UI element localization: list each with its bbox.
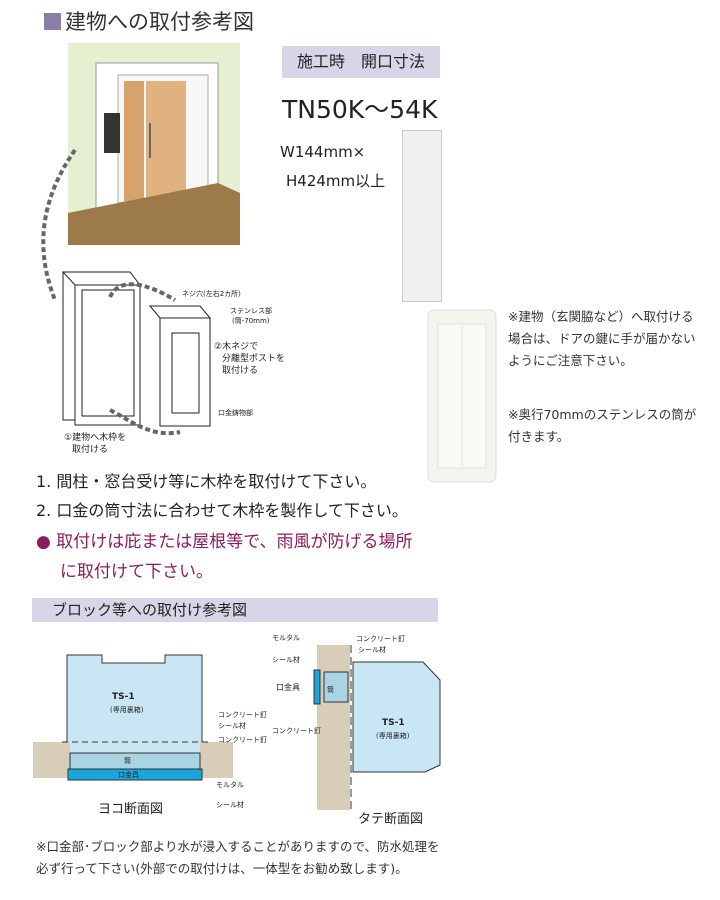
v-seal: シール材 — [272, 656, 300, 664]
step1-line1: ①建物へ木枠を — [64, 433, 127, 443]
v-seal-top: シール材 — [358, 646, 386, 654]
stainless-label: ステンレス部 — [230, 307, 272, 315]
warning-line1: ● 取付けは庇または屋根等で、雨風が防げる場所 — [36, 532, 413, 552]
v-box-label: TS-1 — [382, 718, 405, 728]
step1-line2: 取付ける — [72, 445, 109, 455]
h-caption: ヨコ断面図 — [98, 802, 164, 817]
model-number: TN50K〜54K — [282, 95, 438, 124]
title-square-icon — [44, 12, 61, 30]
opening-shape — [402, 130, 442, 302]
v-caption: タテ断面図 — [358, 812, 424, 827]
h-nail2: コンクリート釘 — [218, 736, 267, 744]
footnote-line1: ※口金部･ブロック部より水が浸入することがありますので、防水処理を — [36, 839, 440, 854]
step2-line1: ②木ネジで — [214, 342, 259, 352]
frame-illustration — [41, 148, 212, 436]
h-seal1: シール材 — [218, 722, 246, 730]
v-nail-top: コンクリート釘 — [356, 635, 405, 643]
note-door-key: ※建物（玄関脇など）へ取付ける場合は、ドアの鍵に手が届かないようにご注意下さい。 — [508, 309, 696, 368]
step-1: 1. 間柱・窓台受け等に木枠を取付けて下さい。 — [36, 472, 377, 491]
warning: ● 取付けは庇または屋根等で、雨風が防げる場所に取付けて下さい。 — [36, 527, 413, 587]
footnote-line2: 必ず行って下さい(外部での取付けは、一体型をお勧め致します)。 — [36, 861, 408, 876]
note-depth: ※奥行70mmのステンレスの筒が付きます。 — [508, 407, 697, 444]
step-2: 2. 口金の筒寸法に合わせて木枠を製作して下さい。 — [36, 501, 408, 520]
h-box-sub: (専用裏箱) — [110, 706, 144, 714]
opening-size-label: 施工時 開口寸法 — [282, 46, 440, 78]
h-seal2: シール材 — [216, 801, 244, 809]
section-header-block: ブロック等への取付け参考図 — [32, 598, 438, 622]
mailbox-illustration — [427, 309, 497, 483]
opening-width: W144mm× — [280, 143, 366, 161]
h-mortar: モルタル — [216, 781, 244, 789]
warning-line2: に取付けて下さい。 — [60, 562, 213, 582]
opening-height: H424mm以上 — [286, 172, 386, 190]
h-tube: 筒 — [124, 757, 131, 765]
step2-line3: 取付ける — [222, 366, 259, 376]
v-box-sub: (専用裏箱) — [376, 732, 410, 740]
v-tube: 筒 — [327, 686, 334, 694]
h-nail1: コンクリート釘 — [218, 711, 267, 719]
horizontal-section-diagram — [33, 654, 233, 781]
v-mouth: 口金具 — [276, 683, 300, 692]
vertical-section-diagram — [313, 645, 441, 810]
casting-label: 口金鋳物部 — [218, 409, 253, 417]
screw-hole-label: ネジ穴(左右2カ所) — [182, 290, 241, 298]
page-title: 建物への取付参考図 — [44, 6, 254, 36]
title-text: 建物への取付参考図 — [65, 10, 254, 34]
footnote: ※口金部･ブロック部より水が浸入することがありますので、防水処理を必ず行って下さ… — [36, 836, 439, 880]
h-mouth: 口金具 — [118, 771, 139, 779]
stainless-sub-label: (筒-70mm) — [232, 317, 270, 325]
h-box-label: TS-1 — [112, 692, 135, 702]
step2-line2: 分離型ポストを — [222, 354, 286, 364]
v-nail-bottom: コンクリート釘 — [272, 727, 321, 735]
entrance-illustration — [68, 43, 240, 245]
v-mortar: モルタル — [272, 634, 300, 642]
